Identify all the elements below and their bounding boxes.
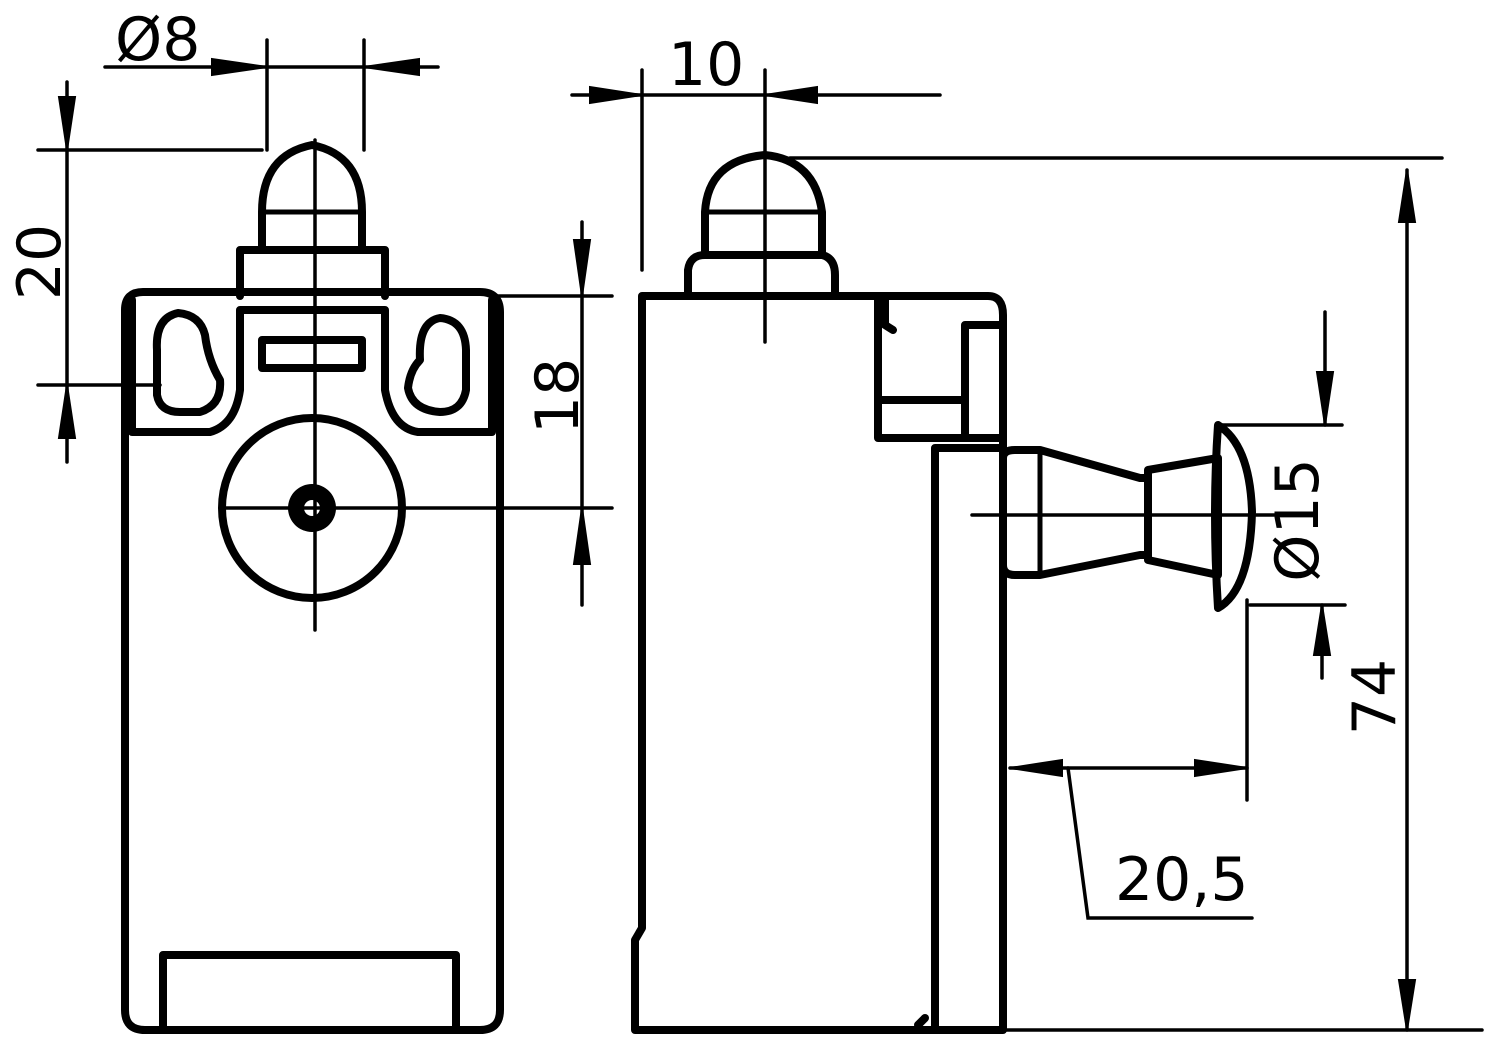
front-dimensions: Ø8 20 18	[5, 5, 614, 607]
front-body-outline	[121, 288, 504, 1034]
dim-roller-diameter: Ø15	[1263, 458, 1333, 582]
front-label-plate	[159, 951, 460, 1034]
front-mounting-hole-right	[404, 314, 470, 416]
side-body-outline	[631, 292, 1007, 1034]
side-plunger-base	[684, 251, 839, 300]
side-roller-neck	[999, 446, 1152, 579]
side-dimensions: 10 74 Ø15 20,5	[570, 30, 1484, 1032]
front-plunger-dome	[258, 141, 366, 254]
front-view	[121, 138, 614, 1034]
front-head-plate	[128, 296, 496, 436]
side-head-step	[874, 296, 1007, 442]
side-inner-panel	[931, 444, 1007, 1034]
dim-hole-spacing: 18	[523, 358, 593, 434]
dim-side-offset: 10	[668, 30, 744, 100]
dim-overall-height: 74	[1340, 659, 1410, 735]
front-slot	[258, 336, 366, 372]
side-view	[631, 68, 1284, 1034]
front-mounting-hole-left	[152, 309, 225, 416]
dim-plunger-height: 20	[5, 224, 75, 300]
dim-plunger-diameter: Ø8	[115, 5, 200, 75]
side-roller-head	[1211, 421, 1256, 612]
front-plunger-collar	[236, 246, 389, 300]
dim-roller-offset: 20,5	[1115, 845, 1249, 915]
